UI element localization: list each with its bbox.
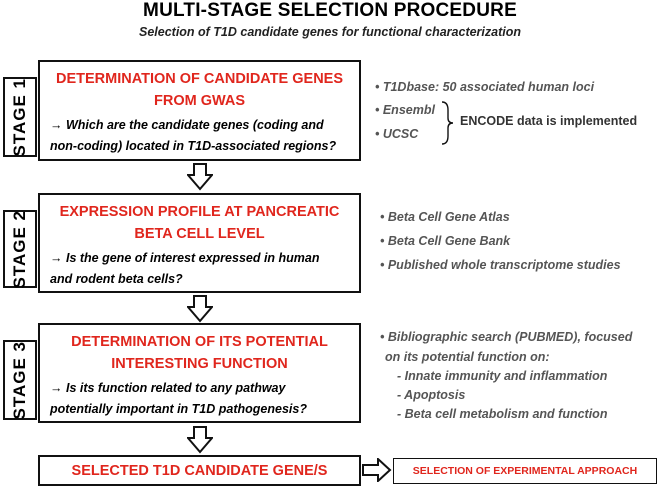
stage-2-resource-bank: • Beta Cell Gene Bank — [380, 234, 511, 248]
stage-3-function-immunity: - Innate immunity and inflammation — [397, 369, 608, 383]
stage-3-resource-pubmed: • Bibliographic search (PUBMED), focused — [380, 330, 633, 344]
down-arrow-icon — [187, 163, 213, 191]
down-arrow-icon — [187, 295, 213, 323]
stage-3-box: DETERMINATION OF ITS POTENTIAL INTERESTI… — [38, 323, 361, 423]
stage-3-function-apoptosis: - Apoptosis — [397, 388, 466, 402]
stage-2-question-line-2: and rodent beta cells? — [50, 272, 183, 286]
diagram-subtitle: Selection of T1D candidate genes for fun… — [138, 25, 522, 39]
stage-3-question-line-2: potentially important in T1D pathogenesi… — [50, 402, 307, 416]
stage-3-function-metabolism: - Beta cell metabolism and function — [397, 407, 608, 421]
down-arrow-icon — [187, 426, 213, 454]
stage-1-label: STAGE 1 — [3, 77, 37, 157]
diagram-title: MULTI-STAGE SELECTION PROCEDURE — [143, 0, 517, 21]
encode-note: ENCODE data is implemented — [460, 114, 638, 128]
stage-3-resource-focus: on its potential function on: — [385, 350, 550, 364]
stage-3-title-line-2: INTERESTING FUNCTION — [111, 356, 288, 372]
stage-2-resource-atlas: • Beta Cell Gene Atlas — [380, 210, 510, 224]
stage-3-question-line-1: → Is its function related to any pathway — [50, 381, 286, 395]
curly-brace-icon — [441, 101, 454, 145]
stage-3-label: STAGE 3 — [3, 340, 37, 420]
selected-genes-label: SELECTED T1D CANDIDATE GENE/S — [71, 462, 328, 479]
stage-1-resource-t1dbase: • T1Dbase: 50 associated human loci — [375, 80, 595, 94]
stage-1-question-line-1: → Which are the candidate genes (coding … — [50, 118, 324, 132]
stage-1-title-line-2: FROM GWAS — [153, 93, 246, 109]
stage-2-question-line-1: → Is the gene of interest expressed in h… — [50, 251, 320, 265]
stage-2-title-line-1: EXPRESSION PROFILE AT PANCREATIC — [59, 204, 340, 220]
stage-1-title-line-1: DETERMINATION OF CANDIDATE GENES — [55, 71, 344, 87]
stage-1-resource-ensembl: • Ensembl — [375, 103, 435, 117]
right-arrow-icon — [362, 458, 392, 482]
experimental-approach-box: SELECTION OF EXPERIMENTAL APPROACH — [393, 458, 657, 484]
stage-3-title-line-1: DETERMINATION OF ITS POTENTIAL — [71, 334, 328, 350]
stage-2-title-line-2: BETA CELL LEVEL — [134, 226, 265, 242]
stage-1-question-line-2: non-coding) located in T1D-associated re… — [50, 139, 337, 153]
stage-2-box: EXPRESSION PROFILE AT PANCREATIC BETA CE… — [38, 193, 361, 293]
stage-2-resource-transcriptome: • Published whole transcriptome studies — [380, 258, 621, 272]
stage-1-resource-ucsc: • UCSC — [375, 127, 419, 141]
stage-1-box: DETERMINATION OF CANDIDATE GENES FROM GW… — [38, 60, 361, 161]
experimental-approach-label: SELECTION OF EXPERIMENTAL APPROACH — [412, 465, 638, 477]
selected-genes-box: SELECTED T1D CANDIDATE GENE/S — [38, 455, 361, 486]
stage-2-label: STAGE 2 — [3, 210, 37, 288]
